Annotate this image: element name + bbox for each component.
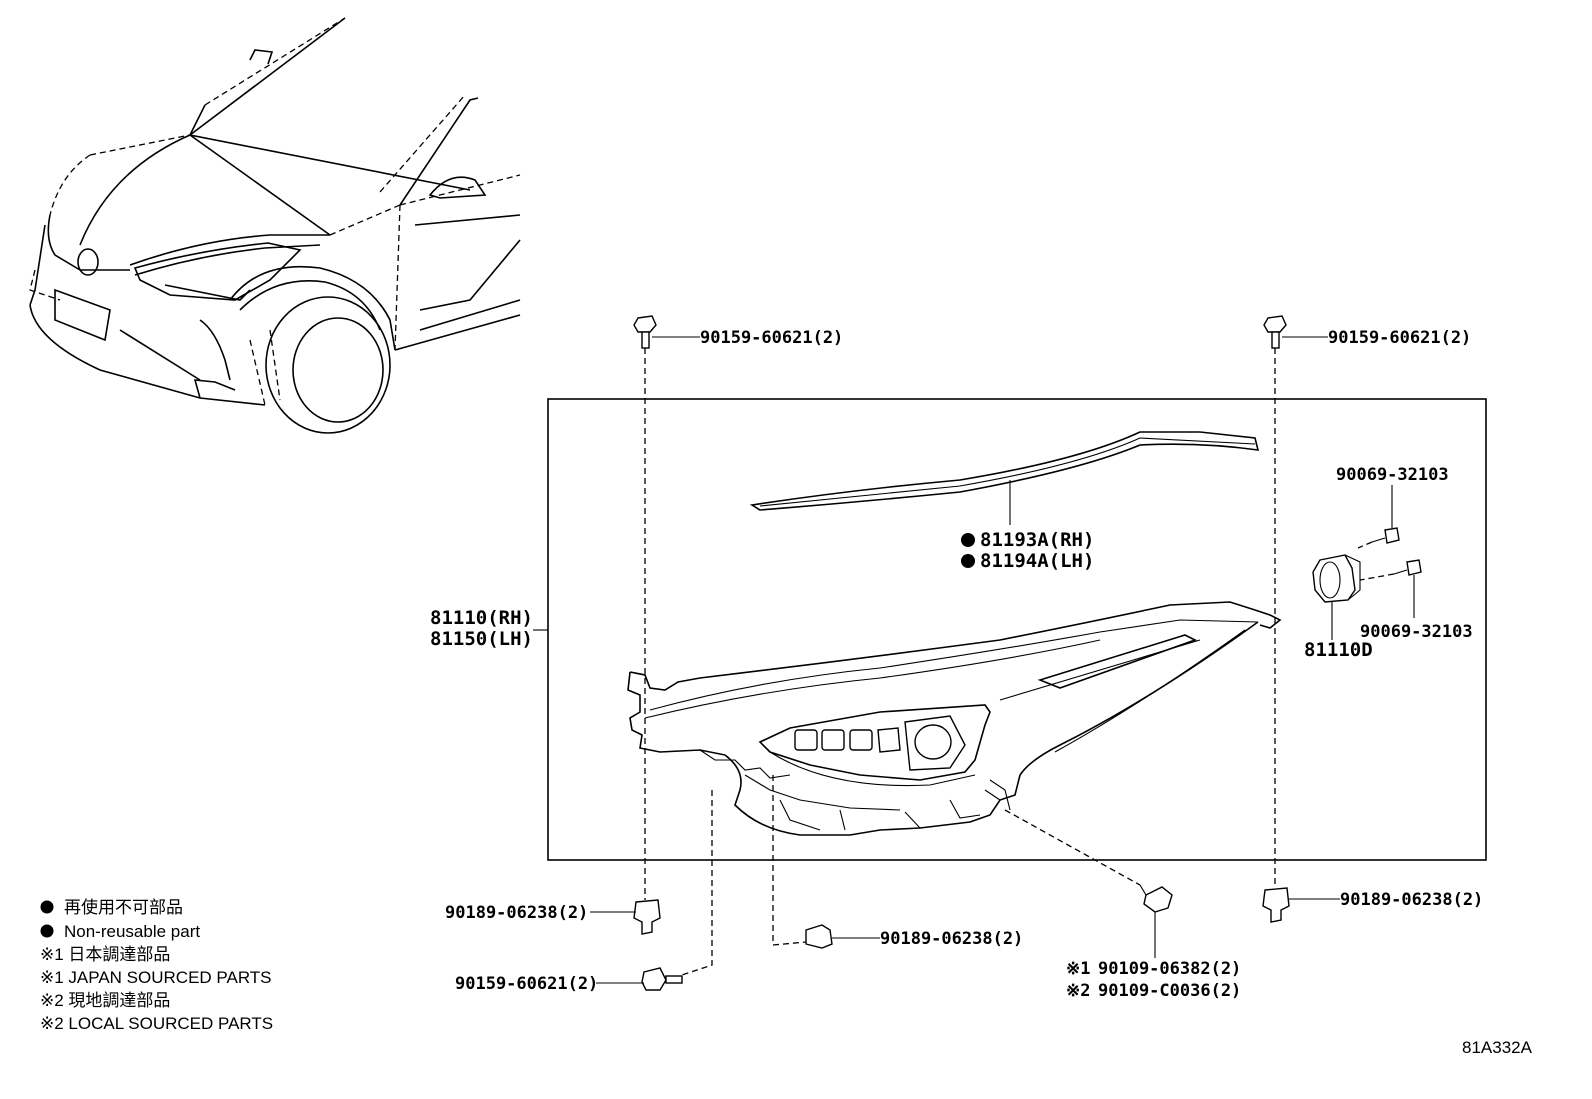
- legend-japan-en: ※1 JAPAN SOURCED PARTS: [40, 968, 272, 987]
- ref-mark-2: ※2: [1066, 981, 1090, 1001]
- label-bolt-top-left: 90159-60621(2): [700, 328, 843, 348]
- installation-lines: [644, 348, 1276, 976]
- legend-local-jp: ※2 現地調達部品: [40, 991, 170, 1010]
- car-illustration: [29, 17, 521, 434]
- label-clip-middle: 90189-06238(2): [880, 929, 1023, 949]
- label-bolt-bottom-left: 90159-60621(2): [455, 974, 598, 994]
- ref-mark-1: ※1: [1066, 959, 1090, 979]
- screw-bottom: [1139, 884, 1173, 913]
- legend-non-reusable-jp: 再使用不可部品: [64, 897, 183, 917]
- bolt-bottom-left: [641, 967, 683, 991]
- non-reusable-marker-lh: [961, 554, 975, 568]
- legend-non-reusable-en: Non-reusable part: [64, 922, 200, 941]
- legend-bullet-2: [40, 924, 54, 938]
- clip-left: [633, 899, 661, 935]
- label-screw-japan: 90109-06382(2): [1098, 959, 1241, 979]
- label-headlamp-lh: 81150(LH): [430, 628, 533, 650]
- label-clip-right: 90189-06238(2): [1340, 890, 1483, 910]
- label-screw-lower: 90069-32103: [1360, 622, 1473, 642]
- molding-strip: [749, 431, 1260, 511]
- clip-right: [1262, 887, 1290, 923]
- legend: 再使用不可部品 Non-reusable part ※1 日本調達部品 ※1 J…: [40, 897, 273, 1033]
- headlamp-assembly: [627, 601, 1282, 836]
- bolt-top-right: [1263, 315, 1287, 349]
- clip-middle: [805, 924, 833, 949]
- legend-bullet-1: [40, 900, 54, 914]
- label-screw-upper: 90069-32103: [1336, 465, 1449, 485]
- label-socket: 81110D: [1304, 639, 1373, 661]
- socket-part: [1312, 527, 1422, 603]
- legend-japan-jp: ※1 日本調達部品: [40, 945, 170, 964]
- diagram-code: 81A332A: [1462, 1038, 1533, 1057]
- bolt-top-left: [633, 315, 657, 349]
- label-clip-left: 90189-06238(2): [445, 903, 588, 923]
- label-screw-local: 90109-C0036(2): [1098, 981, 1241, 1001]
- legend-local-en: ※2 LOCAL SOURCED PARTS: [40, 1014, 273, 1033]
- label-molding-lh: 81194A(LH): [980, 550, 1094, 572]
- label-molding-rh: 81193A(RH): [980, 529, 1094, 551]
- leader-lines: [533, 336, 1415, 984]
- non-reusable-marker-rh: [961, 533, 975, 547]
- label-bolt-top-right: 90159-60621(2): [1328, 328, 1471, 348]
- label-headlamp-rh: 81110(RH): [430, 607, 533, 629]
